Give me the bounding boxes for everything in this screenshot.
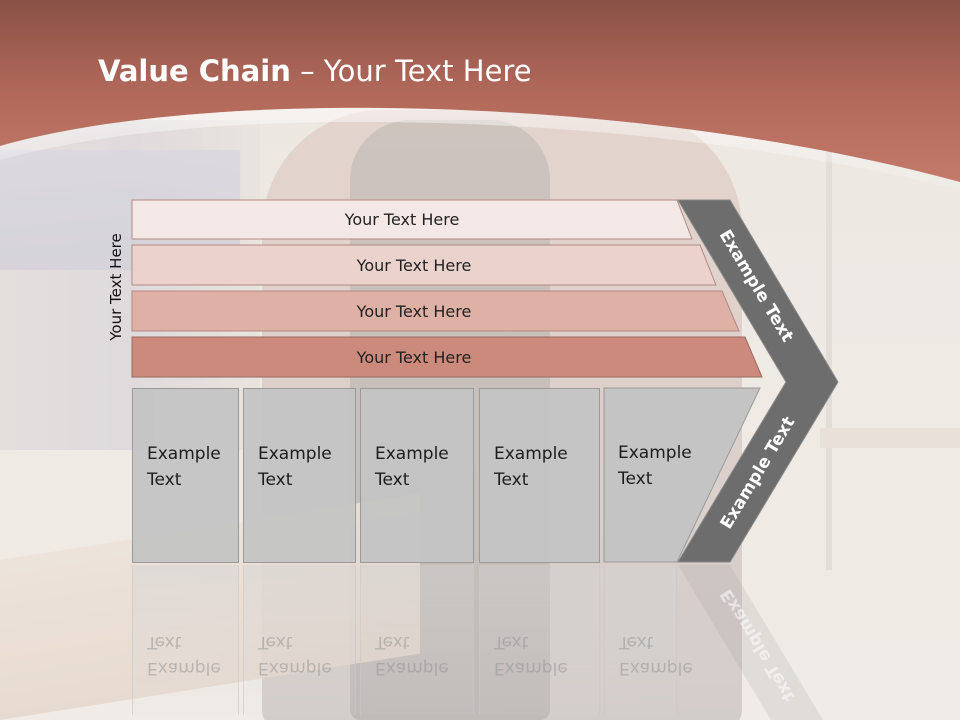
column-2-reflection-line1: Example [258, 658, 332, 678]
column-2-reflection: Example Text [243, 565, 356, 715]
column-2-reflection-line2: Text [258, 632, 293, 652]
column-3-line1: Example [375, 444, 449, 464]
column-2-line2: Text [258, 470, 293, 490]
chevron-shape [677, 199, 839, 563]
column-5-reflection-line2: Text [619, 632, 654, 652]
background-photo-pillar [826, 150, 832, 570]
row-2-shape [131, 244, 717, 286]
column-4-reflection-line2: Text [494, 632, 529, 652]
column-5-line1: Example [618, 443, 692, 463]
row-3: Your Text Here [132, 292, 716, 330]
column-1-line2: Text [147, 470, 182, 490]
column-4-line1: Example [494, 444, 568, 464]
column-3-line2: Text [375, 470, 410, 490]
chevron-reflection [678, 565, 823, 720]
background-photo-rail [820, 428, 960, 448]
column-4-reflection: Example Text [479, 565, 600, 715]
row-1-shape [131, 199, 693, 240]
column-5-reflection: Example Text [604, 565, 693, 715]
row-2: Your Text Here [132, 246, 716, 284]
column-4-line2: Text [494, 470, 529, 490]
header-banner [0, 0, 960, 190]
row-3-label: Your Text Here [356, 301, 472, 321]
row-4-shape [131, 336, 763, 378]
column-1-reflection: Example Text [132, 565, 239, 715]
column-4-reflection-line1: Example [494, 658, 568, 678]
row-1: Your Text Here [132, 200, 692, 238]
column-2-line1: Example [258, 444, 332, 464]
row-4: Your Text Here [132, 338, 716, 376]
column-3-reflection: Example Text [360, 565, 474, 715]
column-1-line1: Example [147, 444, 221, 464]
column-5-reflection-line1: Example [619, 658, 693, 678]
column-3-reflection-line2: Text [375, 632, 410, 652]
title-bold: Value Chain [98, 54, 291, 88]
page-title: Value Chain – Your Text Here [98, 54, 532, 88]
column-5-line2: Text [618, 469, 653, 489]
row-2-label: Your Text Here [356, 255, 472, 275]
column-3-reflection-line1: Example [375, 658, 449, 678]
column-1-reflection-line2: Text [147, 632, 182, 652]
title-rest: – Your Text Here [290, 54, 532, 88]
column-5-shape [603, 387, 761, 563]
column-1-reflection-line1: Example [147, 658, 221, 678]
row-3-shape [131, 290, 740, 332]
row-4-label: Your Text Here [356, 347, 472, 367]
row-1-label: Your Text Here [344, 209, 460, 229]
